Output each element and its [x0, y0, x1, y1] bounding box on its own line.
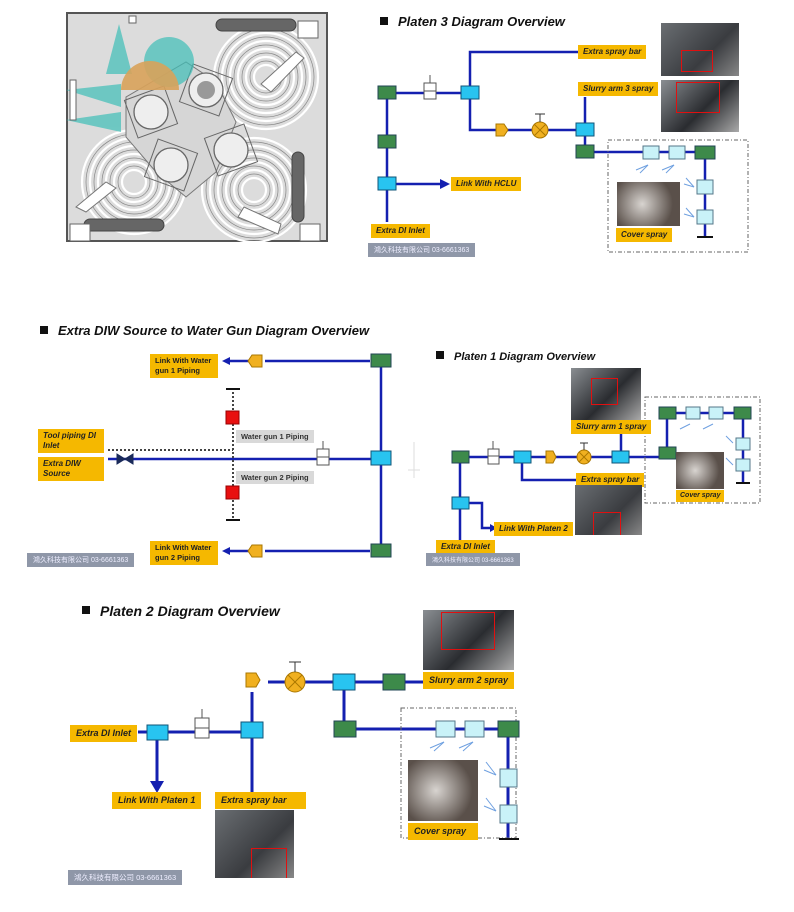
- platen2-photo-cover-spray: [408, 760, 478, 821]
- diw-gun1-arrow: [222, 357, 230, 365]
- platen1-photo-extra-spray-bar: [575, 485, 642, 535]
- diw-label-extra-diw: Extra DIW Source: [38, 457, 104, 481]
- diw-regulator-icon-top: [247, 354, 263, 368]
- platen2-label-slurry-arm: Slurry arm 2 spray: [423, 672, 515, 689]
- platen2-filter-icon: [194, 709, 210, 739]
- diw-water-gun1-block: [225, 410, 240, 425]
- bullet-square-icon: [436, 351, 444, 360]
- platen1-label-cover-spray: Cover spray: [676, 490, 725, 502]
- diw-label-link-gun1: Link With Water gun 1 Piping: [150, 354, 218, 378]
- platen1-label-inlet: Extra DI Inlet: [436, 540, 495, 554]
- platen2-title: Platen 2 Diagram Overview: [82, 603, 280, 619]
- bullet-square-icon: [380, 16, 388, 25]
- diw-gun2-arrow: [222, 547, 230, 555]
- platen3-watermark: 鴻久科技有限公司 03-6661363: [368, 243, 476, 257]
- platen1-photo-slurry-arm: [571, 368, 641, 420]
- platen1-label-slurry-arm: Slurry arm 1 spray: [571, 420, 652, 434]
- platen3-flow-valve-icon: [531, 113, 549, 139]
- diw-label-water-gun2: Water gun 2 Piping: [236, 471, 314, 484]
- diw-cyan-block: [370, 450, 392, 466]
- platen2-label-link: Link With Platen 1: [112, 792, 202, 809]
- platen3-link-arrow: [440, 179, 450, 189]
- platen3-title: Platen 3 Diagram Overview: [380, 14, 565, 29]
- diw-dotted-piping: [108, 392, 234, 520]
- platen3-regulator-icon: [495, 123, 509, 137]
- diw-green-block-bottom: [370, 543, 392, 558]
- platen1-regulator-icon: [545, 450, 557, 464]
- platen2-label-extra-spray-bar: Extra spray bar: [215, 792, 306, 809]
- divider-mark: [408, 442, 420, 478]
- diw-title: Extra DIW Source to Water Gun Diagram Ov…: [40, 323, 369, 338]
- platen1-label-link: Link With Platen 2: [494, 522, 573, 536]
- diw-filter-icon: [316, 441, 330, 466]
- platen3-label-slurry-arm: Slurry arm 3 spray: [578, 82, 659, 96]
- platen2-regulator-icon: [245, 672, 261, 688]
- tool-layout-drawing: [66, 12, 328, 242]
- platen1-label-extra-spray-bar: Extra spray bar: [576, 473, 645, 487]
- diw-water-gun2-block: [225, 485, 240, 500]
- diw-watermark: 鴻久科技有限公司 03-6661363: [27, 553, 135, 567]
- tool-layout-svg: [66, 12, 328, 242]
- polish-heads: [133, 72, 249, 183]
- platen1-photo-cover-spray: [676, 452, 724, 489]
- diw-ball-valve-icon: [116, 453, 134, 465]
- diw-green-block-top: [370, 353, 392, 368]
- platen1-title: Platen 1 Diagram Overview: [436, 351, 595, 363]
- bullet-square-icon: [82, 606, 90, 615]
- platen3-label-extra-spray-bar: Extra spray bar: [578, 45, 647, 59]
- bullet-square-icon: [40, 325, 48, 334]
- platen3-photo-extra-spray-bar: [661, 23, 739, 76]
- platen3-label-link: Link With HCLU: [451, 177, 522, 191]
- platen3-label-inlet: Extra DI Inlet: [371, 224, 430, 238]
- diw-label-tool-piping: Tool piping DI Inlet: [38, 429, 104, 453]
- diw-regulator-icon-bottom: [247, 544, 263, 558]
- platen2-flow-valve-icon: [284, 661, 306, 693]
- platen3-filter-icon: [423, 75, 437, 100]
- platen2-photo-slurry-arm: [423, 610, 514, 670]
- platen2-label-cover-spray: Cover spray: [408, 823, 478, 840]
- platen1-filter-icon: [487, 441, 500, 465]
- platen3-photo-slurry-arm: [661, 80, 739, 132]
- platen1-flow-valve-icon: [576, 442, 592, 465]
- platen2-watermark: 鴻久科技有限公司 03-6661363: [68, 870, 183, 885]
- platen2-photo-extra-spray-bar: [215, 810, 294, 878]
- platen3-photo-cover-spray: [617, 182, 680, 226]
- platen2-label-inlet: Extra DI Inlet: [70, 725, 138, 742]
- platen3-label-cover-spray: Cover spray: [616, 228, 673, 242]
- diw-label-link-gun2: Link With Water gun 2 Piping: [150, 541, 218, 565]
- diw-label-water-gun1: Water gun 1 Piping: [236, 430, 314, 443]
- platen1-watermark: 鴻久科技有限公司 03-6661363: [426, 553, 520, 566]
